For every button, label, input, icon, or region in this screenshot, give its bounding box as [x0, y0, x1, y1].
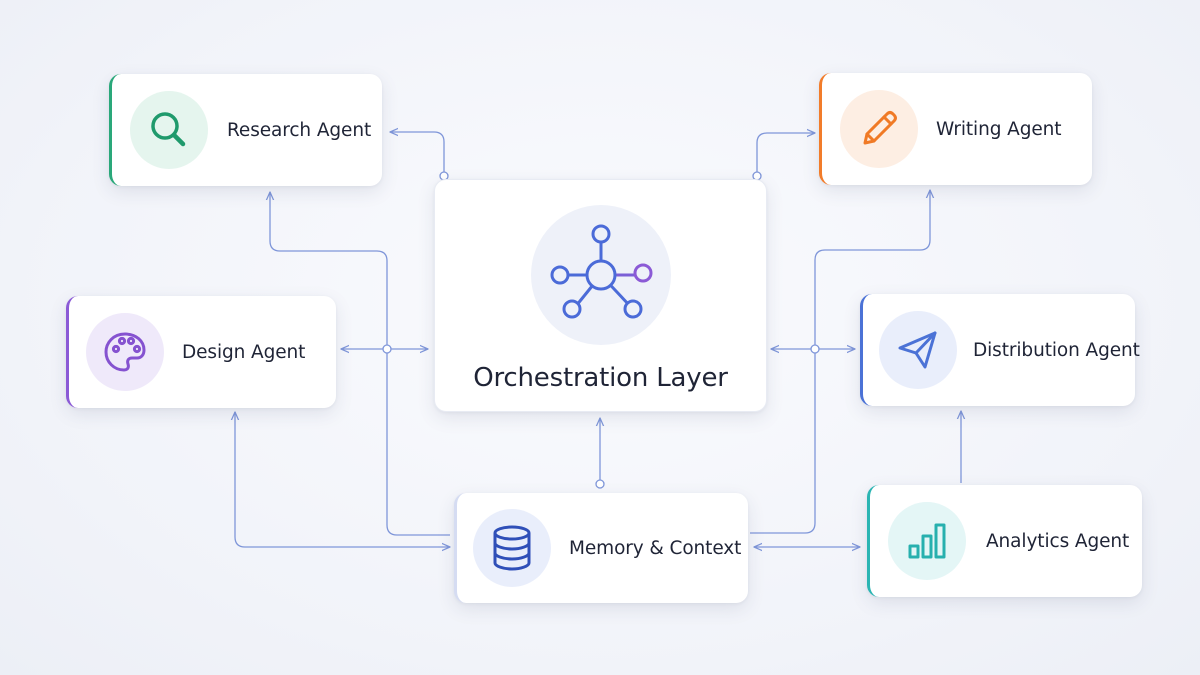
orchestration-icon-bg	[530, 205, 671, 345]
database-icon	[493, 525, 531, 571]
research-agent-label: Research Agent	[227, 119, 372, 141]
connector-orchestration-writing	[756, 133, 815, 176]
palette-icon	[104, 332, 146, 372]
writing-agent-card[interactable]: Writing Agent	[819, 73, 1092, 185]
memory-context-label: Memory & Context	[569, 537, 742, 559]
network-hub-icon	[550, 224, 652, 319]
distribution-agent-card[interactable]: Distribution Agent	[860, 294, 1140, 406]
junction-dot	[810, 344, 820, 354]
writing-agent-label: Writing Agent	[936, 118, 1062, 140]
connector-memory-writing	[750, 190, 930, 534]
connector-orchestration-research	[390, 132, 445, 176]
junction-dot	[382, 344, 392, 354]
analytics-agent-label: Analytics Agent	[986, 530, 1130, 552]
orchestration-title: Orchestration Layer	[473, 363, 728, 393]
analytics-agent-card[interactable]: Analytics Agent	[867, 485, 1142, 597]
orchestration-layer-card[interactable]: Orchestration Layer	[434, 179, 767, 412]
design-agent-label: Design Agent	[182, 341, 306, 363]
design-agent-card[interactable]: Design Agent	[66, 296, 336, 408]
pencil-icon	[863, 111, 897, 145]
search-icon	[151, 112, 186, 147]
research-agent-card[interactable]: Research Agent	[109, 74, 382, 186]
junction-dot	[595, 479, 605, 489]
paper-plane-icon	[898, 331, 937, 369]
connector-design-memory	[235, 412, 450, 547]
bar-chart-icon	[908, 523, 946, 559]
memory-context-card[interactable]: Memory & Context	[454, 493, 748, 603]
distribution-agent-label: Distribution Agent	[973, 339, 1140, 361]
